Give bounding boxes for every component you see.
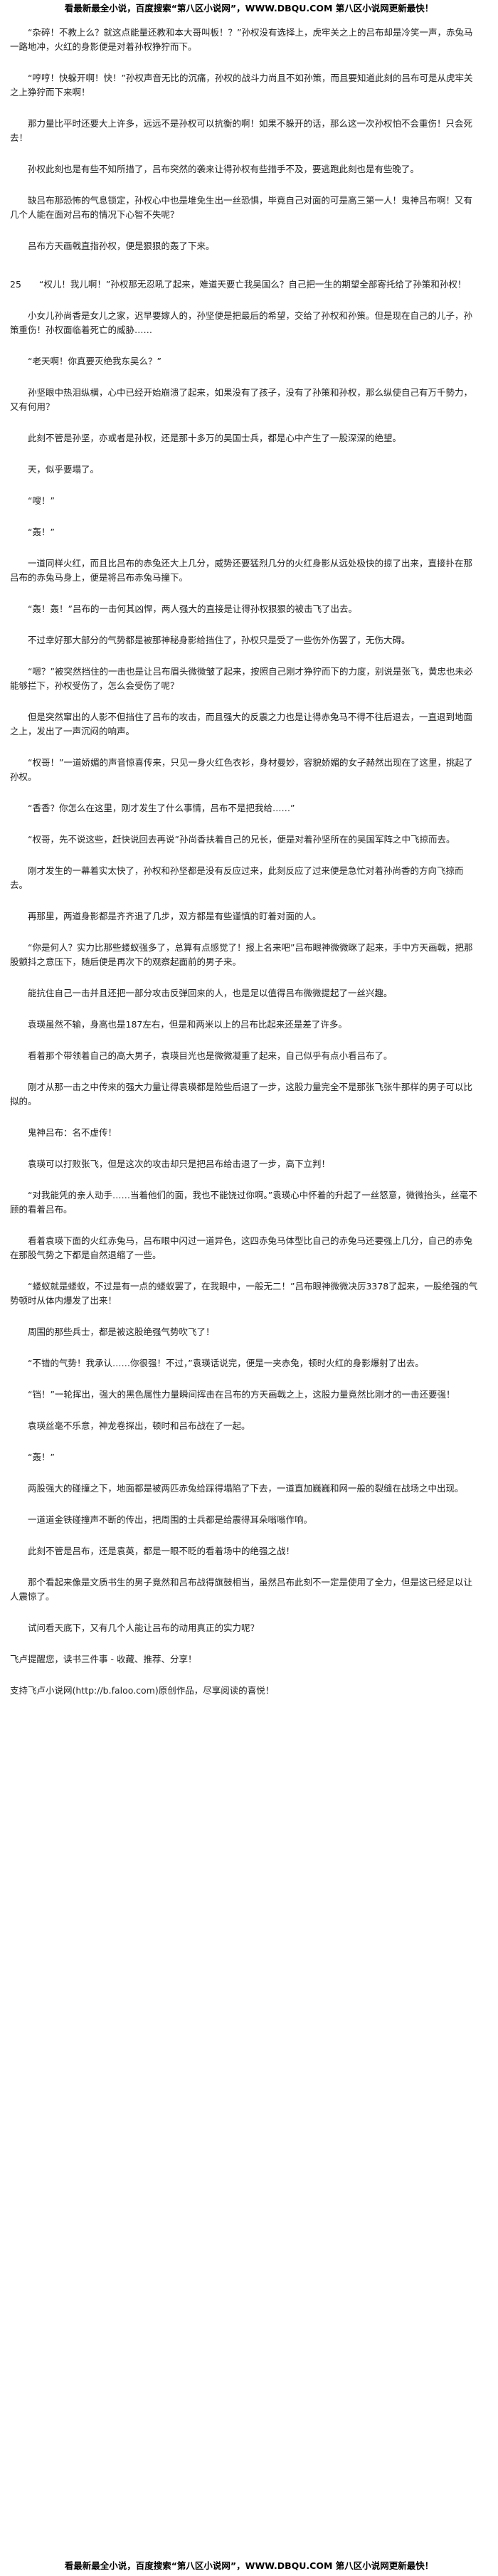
- paragraph: 不过幸好那大部分的气势都是被那神秘身影给挡住了，孙权只是受了一些伤外伤罢了，无伤…: [28, 635, 410, 645]
- paragraph: 袁瑛可以打败张飞，但是这次的攻击却只是把吕布给击退了一步，高下立判！: [28, 1158, 331, 1169]
- chapter-paragraph-text: “权儿！我儿啊！”孙权那无忍吼了起来，难道天要亡我吴国么？自己把一生的期望全部寄…: [38, 279, 467, 290]
- paragraph: 看着袁瑛下面的火红赤兔马，吕布眼中闪过一道异色，这四赤兔马体型比自己的赤兔马还要…: [10, 1235, 473, 1260]
- paragraph: “轰！轰！”吕布的一击何其凶悍，两人强大的直接是让得孙权狠狠的被击飞了出去。: [28, 603, 357, 614]
- paragraph: 孙坚眼中热泪纵横，心中已经开始崩溃了起来，如果没有了孩子，没有了孙策和孙权，那么…: [10, 387, 473, 412]
- paragraph: 能抗住自己一击并且还把一部分攻击反弹回来的人，也是足以值得吕布微微提起了一丝兴趣…: [28, 988, 393, 998]
- site-support-text: 支持飞卢小说网(http://b.faloo.com)原创作品，尽享阅读的喜悦！: [10, 1685, 275, 1696]
- paragraph: 刚才发生的一幕着实太快了，孙权和孙坚都是没有反应过来，此刻反应了过来便是急忙对着…: [10, 865, 464, 890]
- paragraph: 一道道金铁碰撞声不断的传出，把周围的士兵都是给震得耳朵嗡嗡作响。: [28, 1514, 313, 1525]
- paragraph: 此刻不管是孙坚，亦或者是孙权，还是那十多万的吴国士兵，都是心中产生了一股深深的绝…: [28, 433, 402, 443]
- paragraph: 吕布方天画戟直指孙权，便是狠狠的轰了下来。: [28, 241, 215, 251]
- paragraph: 袁瑛丝毫不乐意，神龙卷探出，顿时和吕布战在了一起。: [28, 1420, 250, 1431]
- paragraph: 此刻不管是吕布，还是袁英，都是一眼不眨的看着场中的绝强之战！: [28, 1546, 295, 1556]
- paragraph: 但是突然窜出的人影不但挡住了吕布的攻击，而且强大的反震之力也是让得赤兔马不得不往…: [10, 712, 473, 737]
- paragraph: 那个看起来像是文质书生的男子竟然和吕布战得旗鼓相当，虽然吕布此刻不一定是使用了全…: [10, 1577, 473, 1602]
- paragraph: “对我能凭的亲人动手……当着他们的面，我也不能饶过你啊。”袁瑛心中怀着的升起了一…: [10, 1190, 477, 1215]
- paragraph: “你是何人？实力比那些蝼蚁强多了，总算有点感觉了！报上名来吧”吕布眼神微微眯了起…: [10, 942, 473, 967]
- paragraph: 天，似乎要塌了。: [28, 464, 100, 475]
- paragraph: “杂碎！不教上么？就这点能量还教和本大哥叫板！？”孙权没有选择上，虎牢关之上的吕…: [10, 27, 473, 52]
- paragraph: “铛！”一轮挥出，强大的黑色属性力量瞬间挥击在吕布的方天画戟之上，这股力量竟然比…: [28, 1389, 455, 1400]
- chapter-body: “杂碎！不教上么？就这点能量还教和本大哥叫板！？”孙权没有选择上，虎牢关之上的吕…: [10, 26, 481, 1715]
- paragraph: 一道同样火红，而且比吕布的赤兔还大上几分，威势还要猛烈几分的火红身影从远处极快的…: [10, 558, 473, 583]
- chapter-number: 25: [10, 279, 21, 290]
- paragraph: 鬼神吕布：名不虚传！: [28, 1127, 117, 1138]
- paragraph: 两股强大的碰撞之下，地面都是被两匹赤兔给踩得塌陷了下去，一道直加巍巍和网一般的裂…: [28, 1483, 464, 1494]
- paragraph: 孙权此刻也是有些不知所措了，吕布突然的袭来让得孙权有些措手不及，要逃跑此刻也是有…: [28, 164, 420, 174]
- paragraph: “权哥！”一道娇媚的声音惊喜传来，只见一身火红色衣衫，身材曼妙，容貌娇媚的女子赫…: [10, 757, 473, 782]
- paragraph: “香香？你怎么在这里，刚才发生了什么事情，吕布不是把我给……”: [28, 803, 295, 813]
- paragraph: “轰！”: [28, 527, 55, 537]
- paragraph: “蝼蚁就是蝼蚁，不过是有一点的蝼蚁罢了，在我眼中，一般无二！”吕布眼神微微决厉3…: [10, 1281, 478, 1306]
- paragraph: 袁瑛虽然不输，身高也是187左右，但是和两米以上的吕布比起来还是差了许多。: [28, 1019, 347, 1030]
- paragraph: “不错的气势！我承认……你很强！不过，”袁瑛话说完，便是一夹赤兔，顿时火红的身影…: [28, 1358, 424, 1368]
- paragraph: 周围的那些兵士，都是被这股绝强气势吹飞了！: [28, 1326, 215, 1337]
- paragraph: 试问看天底下，又有几个人能让吕布的动用真正的实力呢？: [28, 1622, 260, 1633]
- paragraph: 小女儿孙尚香是女儿之家，迟早要嫁人的，孙坚便是把最后的希望，交给了孙权和孙策。但…: [10, 310, 473, 335]
- paragraph: “权哥，先不说这些，赶快说回去再说”孙尚香扶着自己的兄长，便是对着孙坚所在的吴国…: [28, 834, 455, 845]
- header-banner: 看最新最全小说，百度搜索“第八区小说网”，WWW.DBQU.COM 第八区小说网…: [64, 3, 434, 14]
- paragraph: 看着那个带领着自己的高大男子，袁瑛目光也是微微凝重了起来，自己似乎有点小看吕布了…: [28, 1050, 393, 1061]
- paragraph: 刚才从那一击之中传来的强大力量让得袁瑛都是险些后退了一步，这股力量完全不是那张飞…: [10, 1082, 473, 1107]
- footer-banner: 看最新最全小说，百度搜索“第八区小说网”，WWW.DBQU.COM 第八区小说网…: [64, 2560, 434, 2571]
- promo-text: 飞卢提醒您，读书三件事 - 收藏、推荐、分享！: [10, 1654, 197, 1664]
- chapter-paragraph: 25 “权儿！我儿啊！”孙权那无忍吼了起来，难道天要亡我吴国么？自己把一生的期望…: [10, 278, 481, 292]
- paragraph: 那力量比平时还要大上许多，远远不是孙权可以抗衡的啊！如果不躲开的话，那么这一次孙…: [10, 118, 473, 143]
- paragraph: 再那里，两道身影都是齐齐退了几步，双方都是有些谨慎的盯着对面的人。: [28, 911, 322, 922]
- paragraph: “嗯？”被突然挡住的一击也是让吕布眉头微微皱了起来，按照自己刚才狰狞而下的力度，…: [10, 666, 473, 691]
- paragraph: “老天啊！你真要灭绝我东吴么？”: [28, 356, 161, 366]
- paragraph: “轰！”: [28, 1452, 55, 1462]
- paragraph: “嗖！”: [28, 495, 55, 506]
- paragraph: “哼哼！快躲开啊！快！”孙权声音无比的沉痛，孙权的战斗力尚且不如孙策，而且要知道…: [10, 73, 473, 97]
- paragraph: 缺吕布那恐怖的气息锁定，孙权心中也是堆免生出一丝恐惧，毕竟自己对面的可是高三第一…: [10, 195, 473, 220]
